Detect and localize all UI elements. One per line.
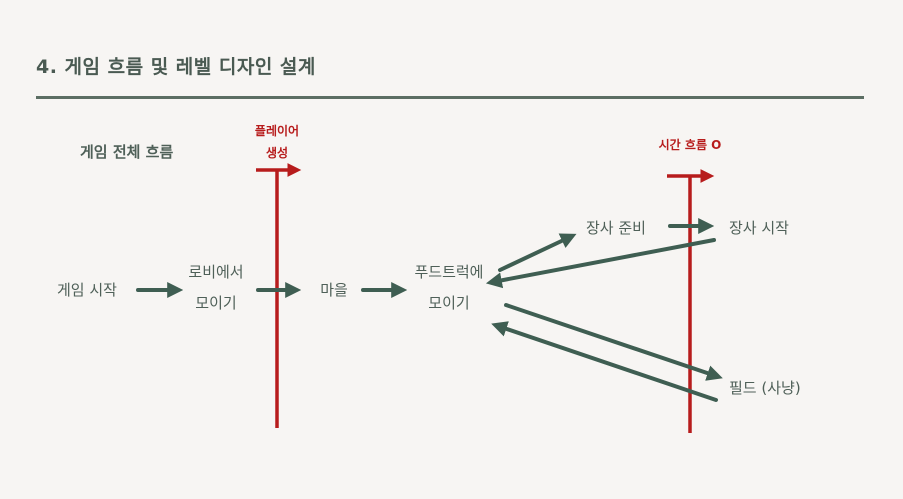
node-shop-start: 장사 시작 — [729, 219, 789, 237]
arrow-field-to-foodtruck — [491, 321, 718, 402]
page-title: 4. 게임 흐름 및 레벨 디자인 설계 — [36, 56, 316, 78]
node-field: 필드 (사냥) — [729, 379, 801, 397]
node-village: 마을 — [320, 281, 348, 299]
node-lobby-line1: 로비에서 — [188, 263, 243, 281]
arrow-foodtruck-to-field — [504, 303, 723, 381]
node-lobby-line2: 모이기 — [195, 294, 236, 312]
node-game-start: 게임 시작 — [57, 281, 117, 299]
section-subtitle: 게임 전체 흐름 — [80, 143, 173, 161]
player-spawn-label-line1: 플레이어 — [255, 123, 299, 138]
node-foodtruck-line1: 푸드트럭에 — [414, 263, 483, 281]
player-spawn-label-line2: 생성 — [266, 145, 288, 160]
node-foodtruck-line2: 모이기 — [428, 294, 469, 312]
time-flow-label: 시간 흐름 O — [659, 137, 722, 152]
arrow-foodtruck-to-shop-prep — [498, 233, 577, 272]
arrow-shop-start-to-foodtruck — [485, 238, 716, 289]
title-divider — [36, 96, 864, 99]
node-shop-prep: 장사 준비 — [586, 219, 646, 237]
